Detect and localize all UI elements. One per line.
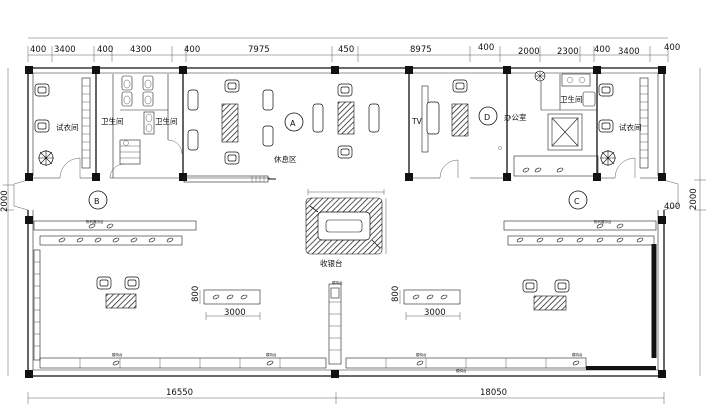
fitting-room-left xyxy=(34,77,91,179)
model-stand-label-4: 模特台 xyxy=(572,352,583,357)
display-rack-right xyxy=(399,289,461,320)
rack-left-height: 800 xyxy=(191,286,201,302)
display-counter-left xyxy=(33,220,197,246)
fitting-room-left-label: 试衣间 xyxy=(56,122,79,132)
seating-right xyxy=(522,279,570,311)
top-dim-13: 3400 xyxy=(618,47,640,57)
top-dim-12: 400 xyxy=(594,45,610,55)
rack-right-height: 800 xyxy=(391,286,401,302)
top-dim-8: 8975 xyxy=(410,45,432,55)
top-dim-7: 450 xyxy=(338,45,354,55)
model-stand-label-5: 模特台 xyxy=(332,280,343,285)
room-partitions xyxy=(33,74,658,179)
zone-d-label: D xyxy=(484,113,490,122)
lounge-area xyxy=(183,79,380,183)
top-dim-10: 2000 xyxy=(518,47,540,57)
bottom-dim-left: 16550 xyxy=(166,388,193,398)
left-dimension-line xyxy=(3,68,14,376)
display-counter-right xyxy=(503,220,657,246)
top-dim-2: 3400 xyxy=(54,45,76,55)
office-area xyxy=(421,79,599,179)
top-dim-14: 400 xyxy=(664,43,680,53)
display-counter-right-label: 陈列展示台 xyxy=(594,219,612,224)
washroom-left xyxy=(109,75,183,179)
entrance-doors xyxy=(13,179,679,211)
left-dim: 2000 xyxy=(0,190,10,212)
zone-marker-c: C xyxy=(568,190,588,210)
zone-c-label: C xyxy=(574,197,580,206)
fitting-room-right-label: 试衣间 xyxy=(619,122,642,132)
top-dim-6: 7975 xyxy=(248,45,270,55)
washroom-right-label: 卫生间 xyxy=(560,94,583,104)
washroom-left-label-2: 卫生间 xyxy=(155,116,178,126)
display-counter-left-label: 陈列展示台 xyxy=(86,219,104,224)
seating-left xyxy=(96,276,140,309)
rack-right-width: 3000 xyxy=(424,308,446,318)
bottom-dimension-line xyxy=(27,392,665,404)
top-dim-3: 400 xyxy=(97,45,113,55)
top-dim-1: 400 xyxy=(30,45,46,55)
display-rack-left xyxy=(199,289,261,320)
wall-shelving-left xyxy=(33,249,41,361)
zone-b-label: B xyxy=(94,197,100,206)
bottom-wall-shelving xyxy=(39,357,587,369)
washroom-right xyxy=(534,70,596,107)
zone-marker-d: D xyxy=(478,106,498,126)
fitting-room-right xyxy=(598,77,649,179)
top-dimension-line xyxy=(27,37,669,62)
model-stand-label-3: 模特台 xyxy=(416,352,427,357)
model-stand-label-6: 模特台 xyxy=(456,368,467,373)
top-dim-9: 400 xyxy=(478,43,494,53)
model-stand-label-1: 模特台 xyxy=(112,352,123,357)
right-dim-2: 2000 xyxy=(689,188,699,210)
top-dim-4: 4300 xyxy=(130,45,152,55)
model-stand-label-2: 模特台 xyxy=(266,352,277,357)
tv-label: TV xyxy=(411,117,423,126)
right-dim-1: 400 xyxy=(664,202,680,212)
right-dimension-line xyxy=(694,68,706,376)
washroom-left-label-1: 卫生间 xyxy=(101,116,124,126)
zone-a-label: A xyxy=(290,119,296,128)
rack-left-width: 3000 xyxy=(224,308,246,318)
center-shelving xyxy=(328,283,342,365)
lounge-label: 休息区 xyxy=(274,154,297,164)
top-dim-5: 400 xyxy=(184,45,200,55)
zone-marker-a: A xyxy=(284,112,304,132)
cashier-label: 收银台 xyxy=(320,258,343,268)
office-label: 办公室 xyxy=(504,112,527,122)
cashier-counter xyxy=(305,189,387,255)
top-dim-11: 2300 xyxy=(557,47,579,57)
elevator-shaft xyxy=(547,113,583,151)
bottom-dim-right: 18050 xyxy=(480,388,507,398)
zone-marker-b: B xyxy=(88,190,108,210)
